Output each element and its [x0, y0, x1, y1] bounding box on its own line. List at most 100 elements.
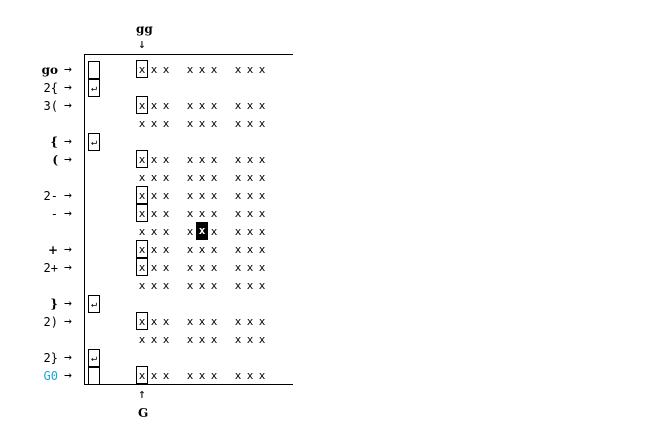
cell: x	[136, 258, 148, 276]
cell: x	[234, 99, 242, 112]
cell: x	[258, 315, 266, 328]
cell: x	[210, 333, 218, 346]
cell: x	[198, 207, 206, 220]
cell: x	[210, 261, 218, 274]
cell: x	[150, 63, 158, 76]
cell: x	[186, 279, 194, 292]
up-arrow-icon: ↑	[138, 387, 146, 402]
cell: x	[150, 225, 158, 238]
cell: x	[162, 243, 170, 256]
cell: x	[234, 225, 242, 238]
cell: x	[246, 63, 254, 76]
right-arrow-icon: →	[64, 98, 72, 113]
cell: x	[162, 369, 170, 382]
cell: x	[198, 333, 206, 346]
cell: x	[136, 96, 148, 114]
cell: x	[210, 207, 218, 220]
cell: x	[246, 207, 254, 220]
cell: x	[198, 369, 206, 382]
cell: x	[198, 315, 206, 328]
cell: x	[258, 99, 266, 112]
cell: x	[246, 333, 254, 346]
cell: x	[150, 189, 158, 202]
cell: x	[246, 369, 254, 382]
cell: x	[150, 117, 158, 130]
cell: x	[162, 99, 170, 112]
cell: x	[246, 189, 254, 202]
right-arrow-icon: →	[64, 350, 72, 365]
cell: x	[136, 312, 148, 330]
right-arrow-icon: →	[64, 188, 72, 203]
cell: x	[138, 171, 146, 184]
cell: x	[258, 63, 266, 76]
cell: x	[258, 279, 266, 292]
right-arrow-icon: →	[64, 296, 72, 311]
cell: x	[246, 261, 254, 274]
row-label: 2+	[43, 261, 58, 275]
diagram-row: } → ↵	[0, 295, 300, 314]
cell: x	[150, 333, 158, 346]
down-arrow-icon: ↓	[138, 37, 146, 52]
right-arrow-icon: →	[64, 242, 72, 257]
right-arrow-icon: →	[64, 206, 72, 221]
cell: x	[246, 99, 254, 112]
cell: x	[234, 171, 242, 184]
cell: x	[234, 315, 242, 328]
cell: x	[198, 261, 206, 274]
row-label: 2}	[43, 351, 58, 365]
cell: x	[258, 117, 266, 130]
cell: x	[246, 171, 254, 184]
cell: x	[186, 225, 194, 238]
diagram-row: 2}→↵	[0, 349, 300, 368]
cell: x	[162, 117, 170, 130]
cell: x	[210, 153, 218, 166]
cell: x	[234, 243, 242, 256]
cell: x	[210, 225, 218, 238]
row-label: go	[41, 63, 58, 77]
cell: x	[186, 333, 194, 346]
right-arrow-icon: →	[64, 314, 72, 329]
cell: x	[198, 189, 206, 202]
cell: x	[198, 99, 206, 112]
cell: x	[186, 243, 194, 256]
cell: x	[186, 63, 194, 76]
cell: x	[186, 189, 194, 202]
bottom-marker-label: G	[138, 406, 149, 420]
cell: x	[136, 150, 148, 168]
cell: x	[138, 225, 146, 238]
cell: x	[198, 117, 206, 130]
row-label: 2-	[43, 189, 58, 203]
row-label: 2{	[43, 81, 58, 95]
cell: x	[150, 369, 158, 382]
cell: x	[198, 243, 206, 256]
top-marker-label: gg	[136, 22, 153, 36]
newline-icon: ↵	[88, 133, 100, 151]
cell: x	[162, 315, 170, 328]
cell: x	[162, 63, 170, 76]
cell: x	[186, 153, 194, 166]
cell: x	[162, 333, 170, 346]
cell: x	[210, 369, 218, 382]
cell: x	[258, 171, 266, 184]
right-arrow-icon: →	[64, 368, 72, 383]
row-label: 2)	[43, 315, 58, 329]
row-label: -	[50, 207, 58, 221]
cell: x	[186, 315, 194, 328]
cell: x	[162, 225, 170, 238]
newline-icon: ↵	[88, 295, 100, 313]
cell: x	[186, 369, 194, 382]
cell: x	[234, 153, 242, 166]
row-label: }	[50, 297, 58, 311]
cell: x	[138, 333, 146, 346]
cell: x	[186, 99, 194, 112]
cell: x	[198, 153, 206, 166]
cell: x	[136, 366, 148, 384]
newline-icon: ↵	[88, 79, 100, 97]
cell: x	[210, 315, 218, 328]
cell: x	[210, 171, 218, 184]
